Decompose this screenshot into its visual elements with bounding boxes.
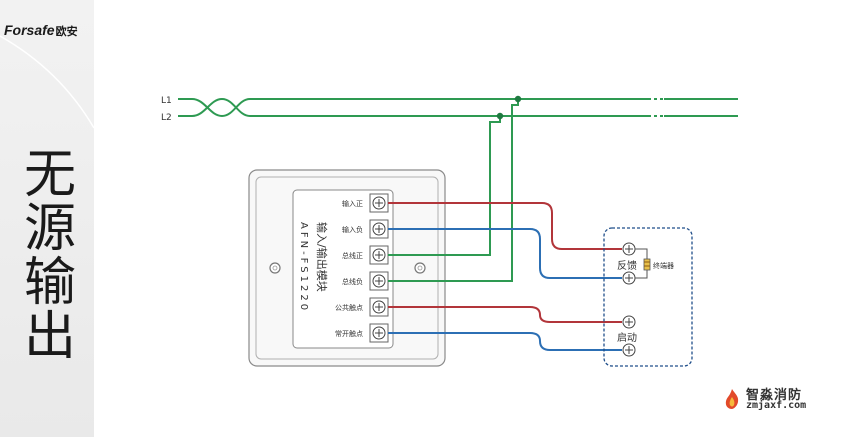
brand-cn: 欧安 — [55, 26, 78, 38]
bus-label-l2: L2 — [161, 113, 172, 123]
device-terminals — [622, 242, 636, 357]
mounting-hole-left-inner — [272, 265, 278, 271]
bus-lines — [178, 97, 738, 118]
device-terminal-icon — [622, 242, 636, 256]
bus-twist-a — [191, 98, 251, 118]
start-label: 启动 — [617, 331, 637, 344]
side-title: 无 源 输 出 — [18, 148, 82, 364]
wire-bus-positive — [388, 116, 501, 256]
terminal-screw-icon — [369, 323, 389, 343]
terminal-screw-icon — [369, 193, 389, 213]
terminal-screw-icon — [369, 245, 389, 265]
terminal-label: 输入正 — [342, 199, 363, 208]
side-title-char: 源 — [23, 199, 76, 259]
watermark: 智淼消防 zmjaxf.com — [718, 384, 838, 414]
terminal-panel — [292, 189, 394, 349]
mounting-hole-right — [414, 262, 426, 274]
terminal-label: 常开触点 — [335, 329, 363, 338]
watermark-cn: 智淼消防 — [746, 388, 803, 403]
terminal-label: 总线负 — [342, 277, 363, 286]
bus-twist-b — [191, 97, 251, 117]
module-name: 输入/输出模块 — [315, 222, 329, 292]
wire-common-contact — [388, 306, 622, 323]
junction-dot-l1 — [514, 95, 522, 103]
sidebar-panel: Forsafe欧安 无 源 输 出 — [0, 0, 94, 437]
terminal-label: 总线正 — [342, 251, 363, 260]
brand-latin: Forsafe — [4, 22, 55, 38]
wire-bus-negative — [388, 99, 519, 282]
terminal-label: 输入负 — [342, 225, 363, 234]
terminal-screw-icon — [369, 271, 389, 291]
resistor-lead-top — [635, 248, 648, 259]
terminal-labels: 输入正 输入负 总线正 总线负 公共触点 常开触点 — [335, 199, 363, 338]
wire-normally-open — [388, 332, 622, 351]
io-wires — [388, 202, 622, 351]
module-model: AFN-FS1220 — [298, 222, 309, 313]
terminal-label: 公共触点 — [335, 303, 363, 312]
watermark-url: zmjaxf.com — [746, 400, 807, 411]
terminator-resistor — [635, 248, 648, 279]
device-terminal-icon — [622, 343, 636, 357]
resistor-label: 终端器 — [653, 261, 674, 270]
mounting-hole-right-inner — [417, 265, 423, 271]
side-title-char: 无 — [23, 145, 76, 205]
terminal-screw-icon — [369, 297, 389, 317]
mounting-hole-left — [269, 262, 281, 274]
resistor-icon — [643, 258, 651, 271]
brand-logo: Forsafe欧安 — [4, 22, 78, 39]
feedback-label: 反馈 — [617, 259, 637, 272]
bus-label-l1: L1 — [161, 96, 172, 106]
device-terminal-icon — [622, 315, 636, 329]
field-device-box — [603, 227, 693, 367]
bus-drop-wires — [388, 99, 519, 282]
wire-input-positive — [388, 202, 622, 250]
resistor-lead-bottom — [635, 270, 648, 279]
decor-arc — [0, 35, 95, 129]
flame-logo-icon — [725, 389, 739, 409]
wire-input-negative — [388, 228, 622, 279]
junction-dot-l2 — [496, 112, 504, 120]
module-inner — [255, 176, 439, 360]
side-title-char: 输 — [23, 253, 76, 313]
terminal-screw-icon — [369, 219, 389, 239]
side-title-char: 出 — [23, 307, 76, 367]
device-terminal-icon — [622, 271, 636, 285]
